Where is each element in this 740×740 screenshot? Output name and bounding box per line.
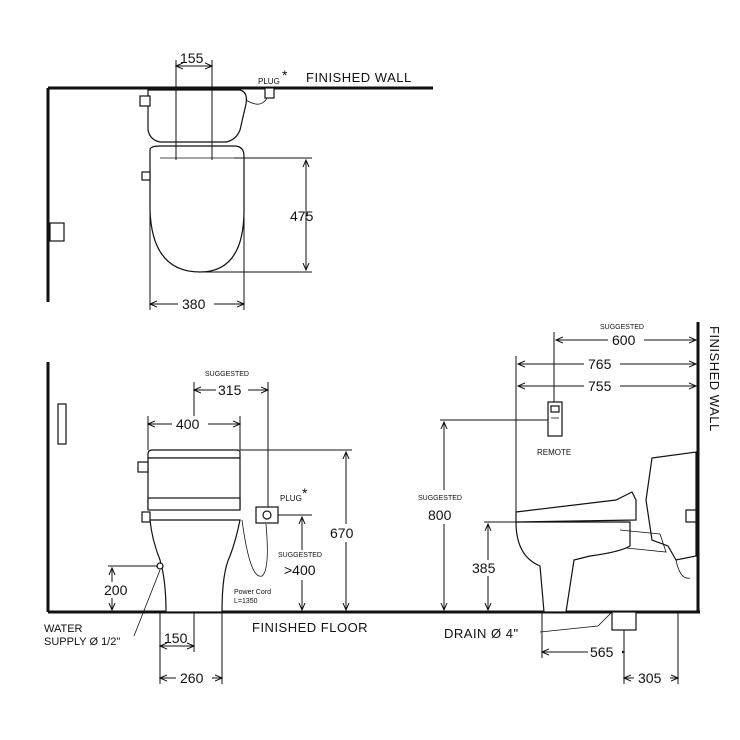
finished-wall-side-label-group: FINISHED WALL (707, 326, 722, 432)
finished-wall-side-label: FINISHED WALL (707, 326, 722, 432)
plan-view: PLUG * FINISHED WALL 155 475 380 (46, 50, 433, 312)
dim-260: 260 (180, 670, 204, 686)
dim-385-bg (470, 560, 506, 576)
front-tank-lid (147, 449, 241, 459)
dim-315: 315 (218, 382, 242, 398)
finished-floor-label: FINISHED FLOOR (252, 620, 368, 635)
power-cord-label-1: Power Cord (234, 589, 271, 596)
front-plug-label: PLUG (280, 494, 302, 503)
front-view: FINISHED FLOOR PLUG * Power Cord L=1350 … (44, 362, 700, 686)
dim-315-bg (216, 382, 248, 398)
dim-385: 385 (472, 560, 496, 576)
plan-side-control (141, 171, 151, 181)
plan-plug-label: PLUG (258, 77, 280, 86)
dim-150: 150 (164, 630, 188, 646)
front-plug-star: * (302, 485, 308, 501)
front-plug-icon (262, 510, 272, 520)
plan-seat (149, 145, 245, 273)
dim-670: 670 (330, 525, 354, 541)
dim-155: 155 (180, 50, 204, 66)
dim-565: 565 (590, 644, 614, 660)
remote-icon-screen (550, 405, 560, 413)
side-cord (675, 559, 691, 579)
plan-tank-left-knob (139, 95, 151, 107)
dim-gt400-bg (274, 550, 332, 580)
side-tank (645, 451, 697, 561)
plan-plug-star: * (282, 67, 288, 83)
finished-wall-top-label: FINISHED WALL (306, 70, 412, 85)
dim-765-bg (584, 356, 620, 372)
dim-755: 755 (588, 378, 612, 394)
dim-755-bg (584, 378, 620, 394)
front-wall-fitting (57, 403, 67, 445)
remote-label: REMOTE (537, 448, 571, 457)
suggested-600-label: SUGGESTED (600, 324, 644, 331)
side-view: FINISHED WALL SUGGESTED 600 765 755 REMO… (414, 322, 722, 686)
dim-305-bg (634, 670, 670, 686)
dim-670-bg (328, 524, 364, 542)
dim-260-bg (176, 670, 212, 686)
side-seat-base (619, 529, 667, 553)
drain-leader (539, 611, 613, 633)
front-tank-knob (137, 461, 149, 473)
dim-400: 400 (176, 416, 200, 432)
dim-600: 600 (612, 332, 636, 348)
dim-400-bg (172, 416, 208, 432)
front-power-cord (241, 519, 268, 577)
dim-380-bg (178, 296, 214, 312)
power-cord-label-2: L=1350 (234, 598, 258, 605)
dim-380: 380 (182, 296, 206, 312)
side-bowl (515, 521, 631, 613)
dim-565-bg (588, 644, 622, 660)
dim-800-bg (414, 490, 474, 524)
front-seat-control (141, 511, 151, 523)
dim-200: 200 (104, 582, 128, 598)
front-seat (147, 497, 241, 511)
suggested-gt400-label: SUGGESTED (278, 552, 322, 559)
dim-475: 475 (290, 208, 314, 224)
water-supply-label-1: WATER (44, 623, 83, 635)
plan-tank (147, 89, 247, 143)
water-supply-label-2: SUPPLY Ø 1/2" (44, 636, 120, 648)
side-tank-knob (685, 509, 697, 523)
plan-plug-icon (264, 87, 275, 99)
dim-gt400: >400 (284, 562, 316, 578)
dim-200-bg (102, 582, 136, 598)
dim-800: 800 (428, 507, 452, 523)
dim-765: 765 (588, 356, 612, 372)
drain-label: DRAIN Ø 4" (444, 626, 519, 641)
plan-wall-fitting (49, 222, 65, 242)
suggested-315-label: SUGGESTED (205, 371, 249, 378)
water-supply-leader (133, 569, 161, 637)
drain-pipe-icon (611, 611, 637, 631)
dim-305: 305 (638, 670, 662, 686)
side-seat (515, 491, 637, 523)
suggested-800-label: SUGGESTED (418, 495, 462, 502)
dim-600-bg (608, 332, 644, 348)
